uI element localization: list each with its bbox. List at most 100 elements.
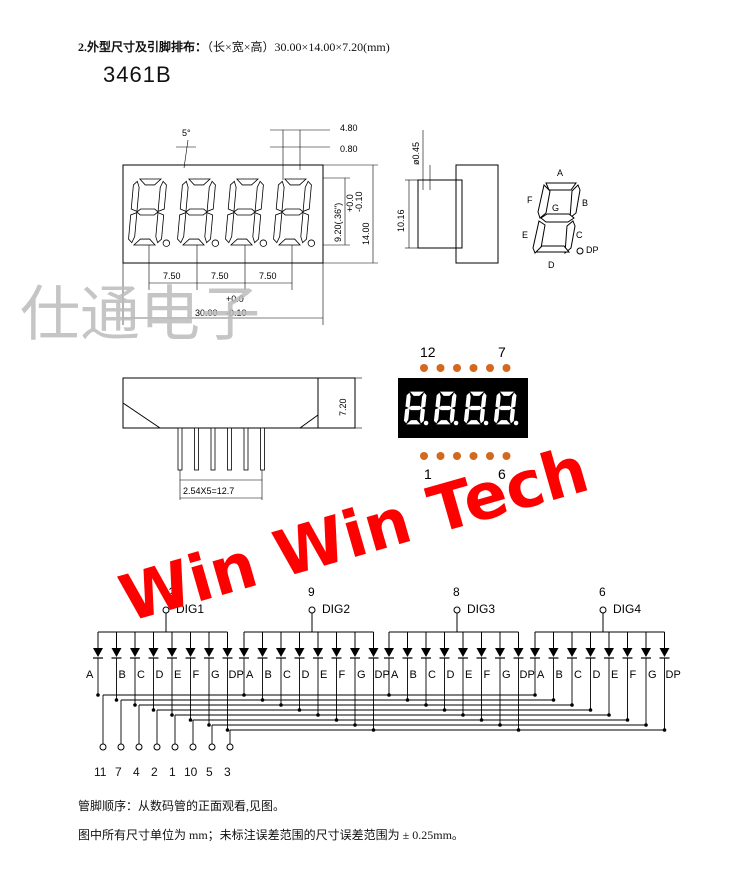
photo-pin-12: 12 [420, 344, 436, 360]
width-tol-upper: +0.0 [226, 294, 244, 304]
photo-digit-3-seg-6 [468, 405, 482, 411]
segment-pin-11 [99, 743, 107, 751]
photo-digit-4-seg-4 [493, 407, 500, 424]
front-digit-1-seg-4 [128, 211, 138, 244]
front-digit-1 [128, 178, 171, 247]
diode-1-f [185, 648, 196, 657]
segment-label-2-c: C [283, 669, 291, 681]
segment-label-1-f: F [193, 669, 200, 681]
top-dimension-2: 0.80 [340, 144, 358, 154]
diode-3-b [402, 648, 413, 657]
diode-4-b [548, 648, 559, 657]
legend-label-b: B [582, 198, 588, 208]
segment-pin-7 [117, 743, 125, 751]
digit-label-dig3: DIG3 [467, 602, 495, 616]
front-digit-1-seg-0 [138, 178, 163, 186]
common-pin-6 [599, 606, 607, 614]
photo-pads-top [420, 364, 511, 372]
bottom-pin-number: 11 [94, 765, 107, 779]
common-pin-8 [453, 606, 461, 614]
photo-digit-2-dp [453, 420, 459, 426]
digit-label-dig2: DIG2 [322, 602, 350, 616]
front-digit-2-seg-2 [204, 212, 214, 244]
segment-label-1-b: B [119, 669, 126, 681]
front-digit-4-seg-4 [273, 211, 283, 244]
photo-digit-1-seg-4 [403, 407, 410, 424]
photo-pad-bottom-6 [502, 452, 511, 460]
segment-pin-4 [135, 743, 143, 751]
bottom-pin-6 [260, 427, 265, 471]
bottom-pin-number: 10 [184, 765, 198, 779]
bottom-height-label: 7.20 [338, 398, 348, 416]
width-tol-lower: -0.10 [226, 308, 247, 318]
pitch-label-2: 7.50 [211, 271, 229, 281]
diode-3-g [495, 648, 505, 657]
photo-pin-6: 6 [498, 466, 506, 482]
front-digit-3 [225, 178, 268, 247]
front-digit-2 [177, 178, 220, 247]
bottom-pin-3 [210, 427, 216, 471]
diode-4-dp [659, 648, 670, 657]
segment-label-1-a: A [86, 669, 94, 681]
diode-2-g [350, 648, 360, 657]
photo-digit-4-seg-1 [510, 392, 517, 409]
photo-digit-1-seg-2 [419, 407, 425, 424]
photo-pad-bottom-4 [469, 452, 478, 460]
model-number: 3461B [103, 62, 172, 87]
segment-label-4-g: G [648, 669, 657, 681]
front-digit-3-seg-1 [254, 180, 264, 213]
photo-digit-3-seg-2 [479, 407, 485, 424]
height-tol-upper: +0.0 [345, 194, 355, 212]
segment-label-1-g: G [211, 669, 220, 681]
front-digit-1-seg-3 [132, 238, 156, 246]
segment-pin-3 [226, 743, 234, 751]
photo-pad-top-6 [502, 364, 511, 372]
diode-3-dp [513, 648, 524, 657]
bottom-view-pins [177, 427, 265, 471]
diode-2-d [294, 648, 305, 657]
height-tol-lower: -0.10 [354, 191, 364, 212]
photo-digit-3 [463, 391, 489, 426]
front-digit-4 [273, 178, 316, 247]
photo-pad-top-1 [420, 364, 428, 372]
photo-digit-1-seg-0 [409, 391, 425, 396]
diode-4-e [604, 648, 614, 657]
photo-digit-2-seg-5 [435, 392, 441, 409]
photo-pad-bottom-3 [453, 452, 461, 460]
segment-legend: A B C D E F G DP [522, 168, 599, 270]
diode-4-g [641, 648, 651, 657]
total-width-label: 30.00 [195, 308, 218, 318]
digit-label-dig4: DIG4 [613, 602, 641, 616]
photo-digit-1-seg-1 [420, 392, 427, 409]
bottom-pin-number: 3 [224, 765, 231, 779]
photo-digit-1-seg-3 [406, 420, 421, 425]
segment-label-4-d: D [593, 669, 601, 681]
photo-digit-4-seg-6 [498, 405, 512, 411]
front-digit-3-seg-5 [227, 180, 237, 212]
front-digit-2-seg-3 [181, 238, 205, 246]
front-digit-4-dp [307, 239, 316, 247]
segment-label-3-dp: DP [520, 669, 535, 681]
photo-digit-4-seg-2 [509, 407, 515, 424]
segment-label-2-dp: DP [375, 669, 390, 681]
segment-pin-1 [171, 743, 179, 751]
front-digit-3-dp [259, 239, 268, 247]
diode-2-c [276, 648, 286, 657]
diode-3-c [421, 648, 431, 657]
diode-1-d [148, 648, 159, 657]
photo-digit-1 [403, 391, 429, 426]
photo-digit-4-seg-3 [496, 420, 511, 425]
digit-height-label: 9.20(.36") [333, 203, 343, 242]
top-dimension-1: 4.80 [340, 123, 358, 133]
photo-digit-2-seg-2 [449, 407, 455, 424]
segment-label-3-a: A [391, 669, 399, 681]
photo-digit-1-seg-5 [405, 392, 411, 409]
front-digit-3-seg-3 [229, 238, 253, 246]
segment-label-2-g: G [357, 669, 366, 681]
bottom-pin-2 [194, 427, 199, 471]
front-digit-4-seg-2 [300, 212, 310, 244]
diode-1-g [204, 648, 214, 657]
photo-pad-bottom-1 [420, 452, 428, 460]
